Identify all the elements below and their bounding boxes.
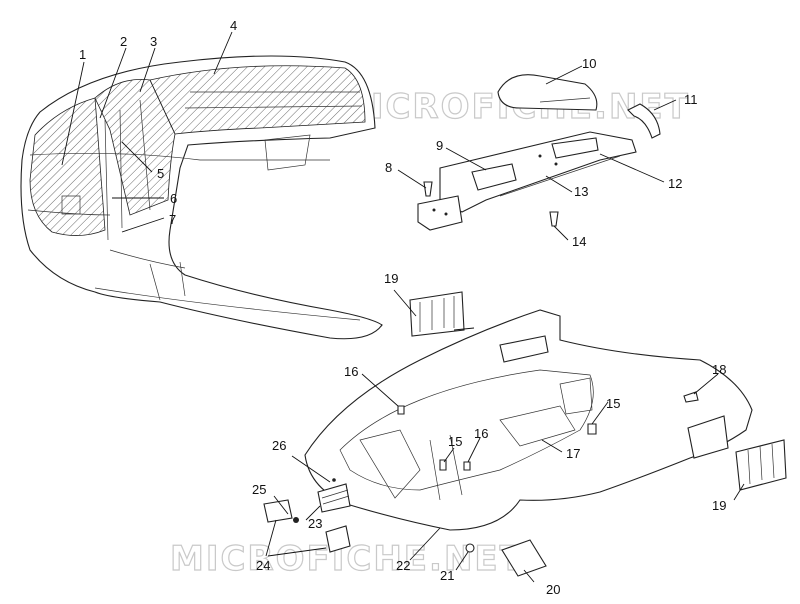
callout-25: 25 [252,482,266,497]
callout-7: 7 [169,212,176,227]
callout-19b: 19 [712,498,726,513]
callout-18: 18 [712,362,726,377]
callout-3: 3 [150,34,157,49]
callout-19a: 19 [384,271,398,286]
louver-lower [735,439,787,491]
callouts: 1 2 3 4 5 6 7 8 9 10 11 12 13 14 15 15 1… [79,18,726,597]
callout-15b: 15 [448,434,462,449]
callout-5: 5 [157,166,164,181]
callout-21: 21 [440,568,454,583]
callout-6: 6 [170,191,177,206]
callout-20: 20 [546,582,560,597]
callout-16b: 16 [474,426,488,441]
callout-24: 24 [256,558,270,573]
callout-12: 12 [668,176,682,191]
callout-4: 4 [230,18,237,33]
callout-26: 26 [272,438,286,453]
callout-13: 13 [574,184,588,199]
leader-lines [61,31,745,583]
callout-2: 2 [120,34,127,49]
callout-11: 11 [684,92,698,107]
callout-17: 17 [566,446,580,461]
louver-upper [409,291,465,337]
callout-16a: 16 [344,364,358,379]
callout-15a: 15 [606,396,620,411]
callout-8: 8 [385,160,392,175]
callout-10: 10 [582,56,596,71]
callout-22: 22 [396,558,410,573]
callout-14: 14 [572,234,586,249]
belly-pan-assembly [263,291,787,577]
callout-9: 9 [436,138,443,153]
dash-panel-assembly [417,74,661,231]
callout-1: 1 [79,47,86,62]
callout-23: 23 [308,516,322,531]
hood-assembly [20,55,383,340]
